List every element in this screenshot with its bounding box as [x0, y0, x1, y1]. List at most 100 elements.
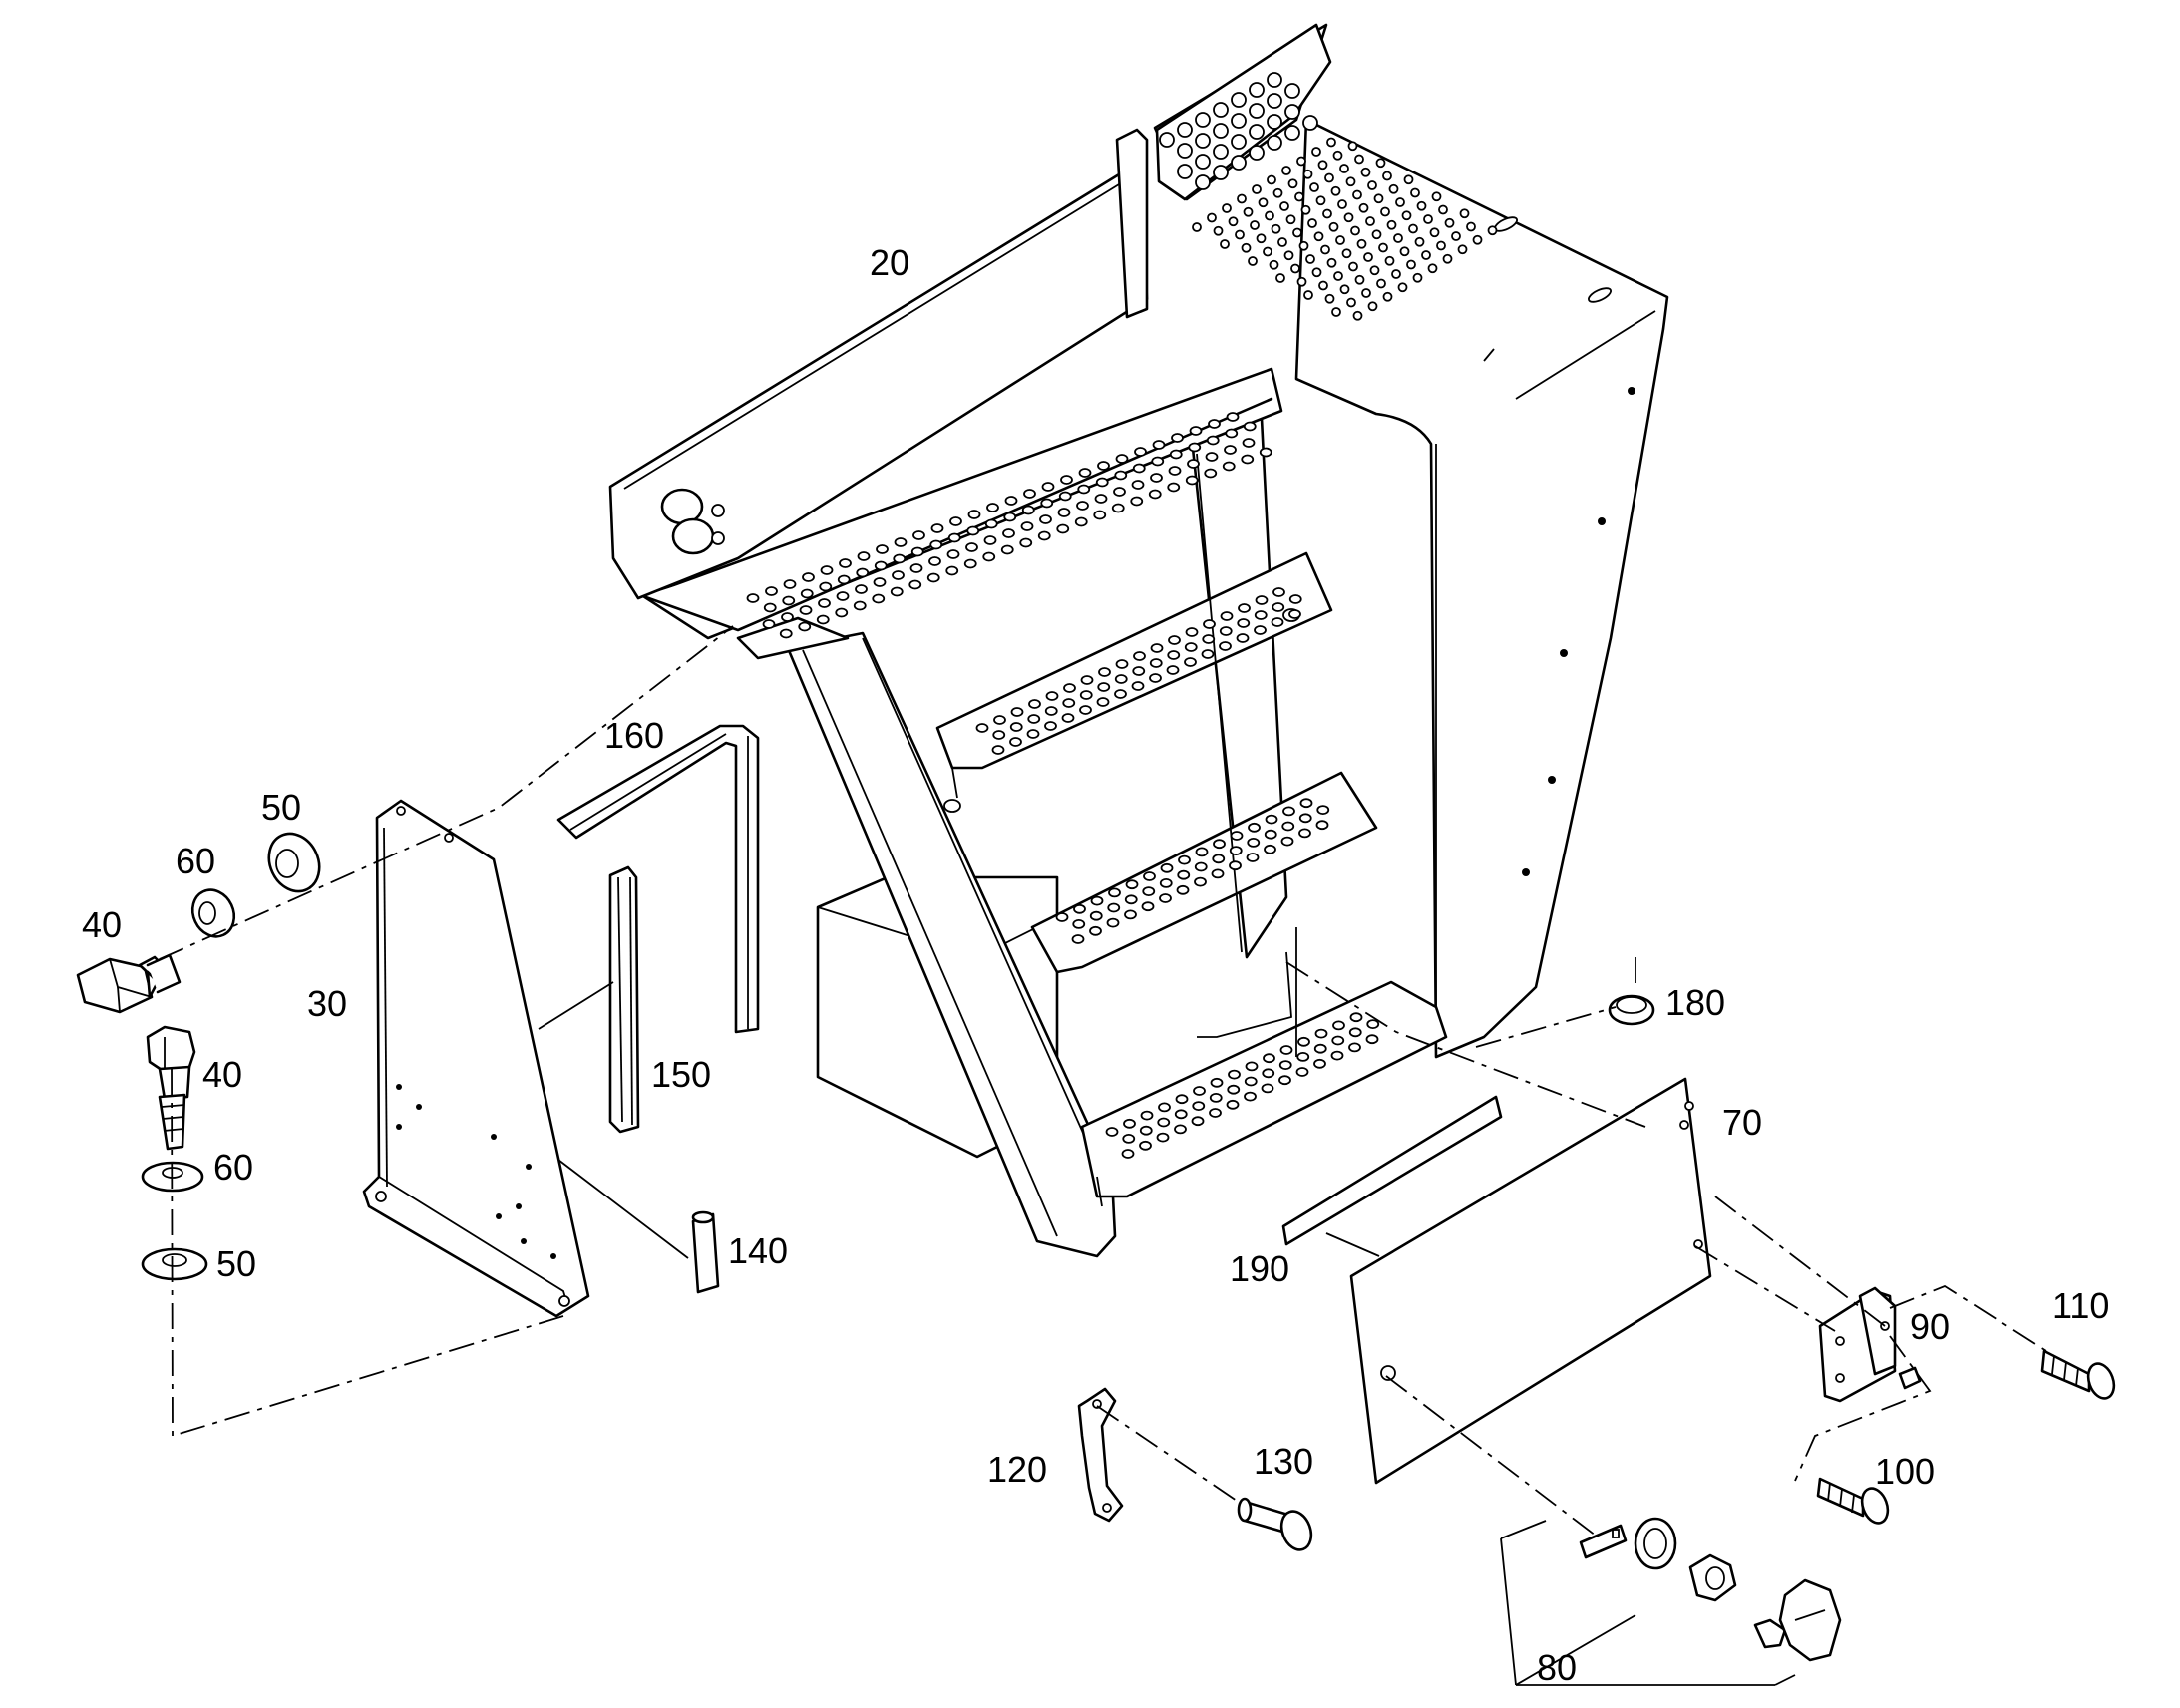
perforation-hole: [1003, 512, 1017, 522]
perforation-hole: [1113, 487, 1126, 497]
perforation-hole: [1265, 210, 1274, 221]
perforation-hole: [1328, 221, 1339, 232]
perforation-hole: [1176, 884, 1190, 895]
perforation-hole: [1271, 617, 1284, 627]
perforation-hole: [1063, 683, 1076, 693]
perforation-hole: [1150, 643, 1164, 653]
perforation-hole: [1044, 721, 1057, 731]
perforation-hole: [1267, 93, 1282, 109]
perforation-hole: [1316, 805, 1330, 815]
perforation-hole: [782, 595, 796, 606]
perforation-hole: [1231, 155, 1247, 171]
perforation-hole: [982, 551, 996, 562]
perforation-hole: [992, 730, 1006, 740]
perforation-hole: [930, 523, 944, 533]
perforation-hole: [991, 745, 1005, 755]
perforation-hole: [1174, 1124, 1187, 1135]
perforation-hole: [1152, 440, 1166, 450]
perforation-hole: [1373, 193, 1384, 204]
perforation-hole: [1349, 1012, 1363, 1023]
perforation-hole: [1287, 178, 1298, 189]
perforation-hole: [1309, 182, 1319, 192]
perforation-hole: [1288, 609, 1301, 619]
perforation-hole: [1167, 650, 1181, 660]
perforation-hole: [1365, 216, 1375, 226]
perforation-hole: [1097, 461, 1110, 471]
perforation-hole: [1279, 201, 1289, 211]
perforation-hole: [1058, 491, 1072, 502]
perforation-hole: [984, 518, 998, 529]
perforation-hole: [1171, 433, 1184, 443]
perforation-hole: [893, 553, 907, 564]
perforation-hole: [1315, 820, 1329, 831]
perforation-hole: [1403, 174, 1414, 185]
perforation-hole: [1331, 307, 1341, 317]
perforation-hole: [1169, 449, 1183, 460]
perforation-hole: [912, 530, 925, 540]
perforation-hole: [1209, 1108, 1222, 1118]
perforation-hole: [1378, 242, 1388, 253]
perforation-hole: [908, 579, 922, 590]
perforation-hole: [1264, 844, 1276, 854]
perforation-hole: [1267, 72, 1282, 88]
perforation-hole: [1219, 641, 1232, 651]
perforation-hole: [1222, 461, 1236, 472]
perforation-hole: [798, 621, 812, 632]
perforation-hole: [1320, 244, 1330, 255]
perforation-hole: [1241, 242, 1252, 253]
clip-120: [1077, 1387, 1124, 1523]
perforation-hole: [1177, 143, 1193, 159]
perforation-hole: [781, 612, 794, 622]
perforation-hole: [1009, 737, 1022, 747]
perforation-hole: [800, 588, 814, 599]
perforation-hole: [1177, 869, 1191, 880]
perforation-hole: [1343, 212, 1354, 223]
perforation-hole: [1224, 445, 1237, 455]
perforation-hole: [1193, 1086, 1206, 1096]
perforation-hole: [1423, 214, 1433, 224]
perforation-hole: [929, 539, 943, 550]
perforation-hole: [1133, 651, 1146, 661]
screw-100: [1816, 1477, 1890, 1525]
perforation-hole: [1299, 798, 1313, 809]
perforation-hole: [1132, 666, 1146, 676]
perforation-hole: [1150, 473, 1163, 483]
perforation-hole: [1305, 254, 1315, 264]
perforation-hole: [1350, 225, 1360, 236]
perforation-hole: [1227, 1084, 1241, 1095]
perforation-hole: [1167, 482, 1181, 493]
perforation-hole: [1111, 503, 1125, 513]
pin-140: [691, 1210, 720, 1294]
perforation-hole: [1213, 839, 1226, 850]
perforation-hole: [1332, 150, 1343, 161]
perforation-hole: [1098, 667, 1111, 677]
perforation-hole: [1254, 625, 1267, 635]
perforation-hole: [1244, 1076, 1258, 1087]
perforation-hole: [1089, 925, 1102, 936]
perforation-hole: [1220, 239, 1230, 249]
perforation-hole: [1313, 231, 1324, 242]
perforation-hole: [1160, 862, 1174, 873]
label-70: 70: [1722, 1102, 1762, 1143]
label-130: 130: [1254, 1441, 1313, 1482]
perforation-hole: [1397, 282, 1408, 293]
perforation-hole: [1380, 206, 1390, 217]
perforation-hole: [1285, 214, 1296, 225]
perforation-hole: [1339, 284, 1350, 295]
perforation-hole: [1194, 861, 1208, 872]
perforation-hole: [1406, 259, 1416, 270]
perforation-hole: [1265, 814, 1278, 825]
perforation-hole: [1037, 530, 1051, 541]
perforation-hole: [890, 586, 904, 597]
perforation-hole: [1263, 246, 1272, 257]
perforation-hole: [1300, 204, 1311, 215]
perforation-hole: [1131, 681, 1145, 691]
perforation-hole: [1205, 452, 1219, 462]
label-50-vertical: 50: [216, 1243, 256, 1284]
label-180: 180: [1665, 982, 1725, 1023]
perforation-hole: [1345, 176, 1356, 187]
perforation-hole: [762, 619, 776, 629]
perforation-hole: [1157, 1117, 1171, 1128]
label-120: 120: [987, 1449, 1047, 1490]
perforation-hole: [1177, 164, 1193, 179]
